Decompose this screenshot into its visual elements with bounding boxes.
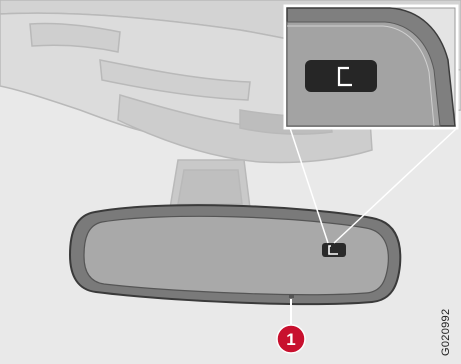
callout-number: 1 — [286, 330, 295, 349]
zoom-inset — [285, 6, 457, 128]
zoomed-display-panel — [305, 60, 377, 92]
mirror-display-panel — [322, 243, 346, 257]
sensor — [289, 295, 294, 298]
rearview-mirror — [70, 205, 400, 304]
image-code-label: G020992 — [440, 309, 452, 356]
